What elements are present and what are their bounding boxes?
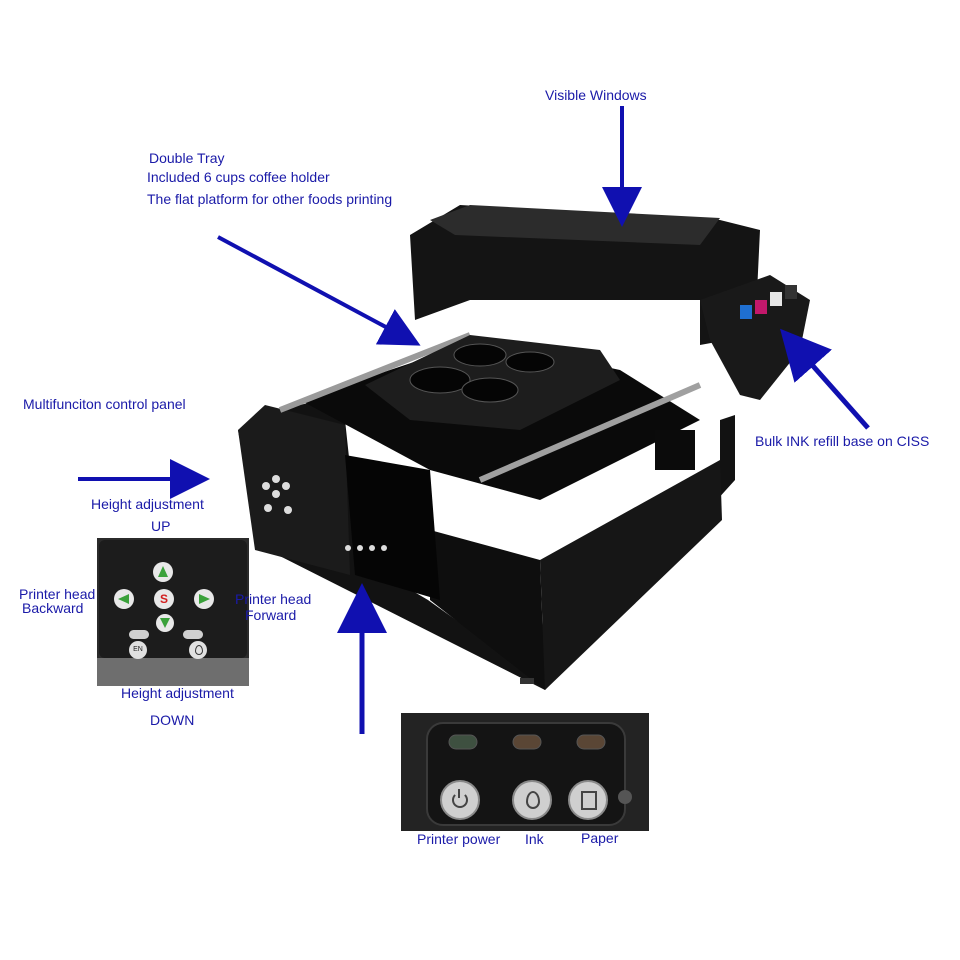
- arrow-down-icon: [160, 618, 170, 628]
- label-height-adjustment-up: Height adjustment: [91, 496, 204, 512]
- stop-button[interactable]: S: [154, 589, 174, 609]
- label-down: DOWN: [150, 712, 195, 728]
- clean-button[interactable]: [189, 641, 207, 659]
- power-button[interactable]: [440, 780, 480, 820]
- arrow-up-icon: [158, 566, 168, 577]
- side-vent: [655, 430, 695, 470]
- label-flat-platform: The flat platform for other foods printi…: [147, 191, 393, 207]
- height-down-button[interactable]: [156, 614, 174, 632]
- ink-button[interactable]: [512, 780, 552, 820]
- label-head-forward-1: Printer head: [235, 591, 312, 607]
- paper-icon: [581, 791, 597, 810]
- label-cups-holder: Included 6 cups coffee holder: [147, 169, 330, 185]
- control-panel-closeup: S EN: [97, 538, 249, 686]
- power-panel-closeup: [401, 713, 649, 831]
- height-up-button[interactable]: [153, 562, 173, 582]
- label-double-tray: Double Tray: [149, 150, 225, 166]
- label-head-forward-2: Forward: [245, 607, 297, 623]
- power-icon-bar: [458, 789, 460, 798]
- label-paper: Paper: [581, 830, 619, 846]
- paper-button[interactable]: [568, 780, 608, 820]
- stop-label: S: [159, 592, 168, 606]
- head-backward-button[interactable]: [114, 589, 134, 609]
- printer-body: [238, 205, 810, 690]
- arrow-right-icon: [199, 594, 210, 604]
- indicator-right: [183, 630, 203, 639]
- arrow-bulk-ink: [780, 328, 870, 430]
- label-height-adjustment-down: Height adjustment: [121, 685, 234, 701]
- label-ink: Ink: [525, 831, 544, 847]
- label-head-backward-1: Printer head: [19, 586, 96, 602]
- indicator-left: [129, 630, 149, 639]
- label-control-panel: Multifunciton control panel: [23, 396, 186, 412]
- enter-button[interactable]: EN: [129, 641, 147, 659]
- label-printer-power: Printer power: [417, 831, 501, 847]
- enter-label: EN: [133, 646, 143, 653]
- ink-drop-icon: [526, 791, 540, 809]
- label-visible-windows: Visible Windows: [545, 87, 647, 103]
- label-up: UP: [151, 518, 171, 534]
- head-forward-button[interactable]: [194, 589, 214, 609]
- power-icon: [452, 792, 468, 808]
- label-bulk-ink: Bulk INK refill base on CISS: [755, 433, 930, 449]
- label-head-backward-2: Backward: [22, 600, 84, 616]
- drop-icon: [195, 645, 203, 655]
- arrow-left-icon: [118, 594, 129, 604]
- arrow-double-tray: [217, 235, 421, 346]
- annotation-arrows: [78, 106, 870, 734]
